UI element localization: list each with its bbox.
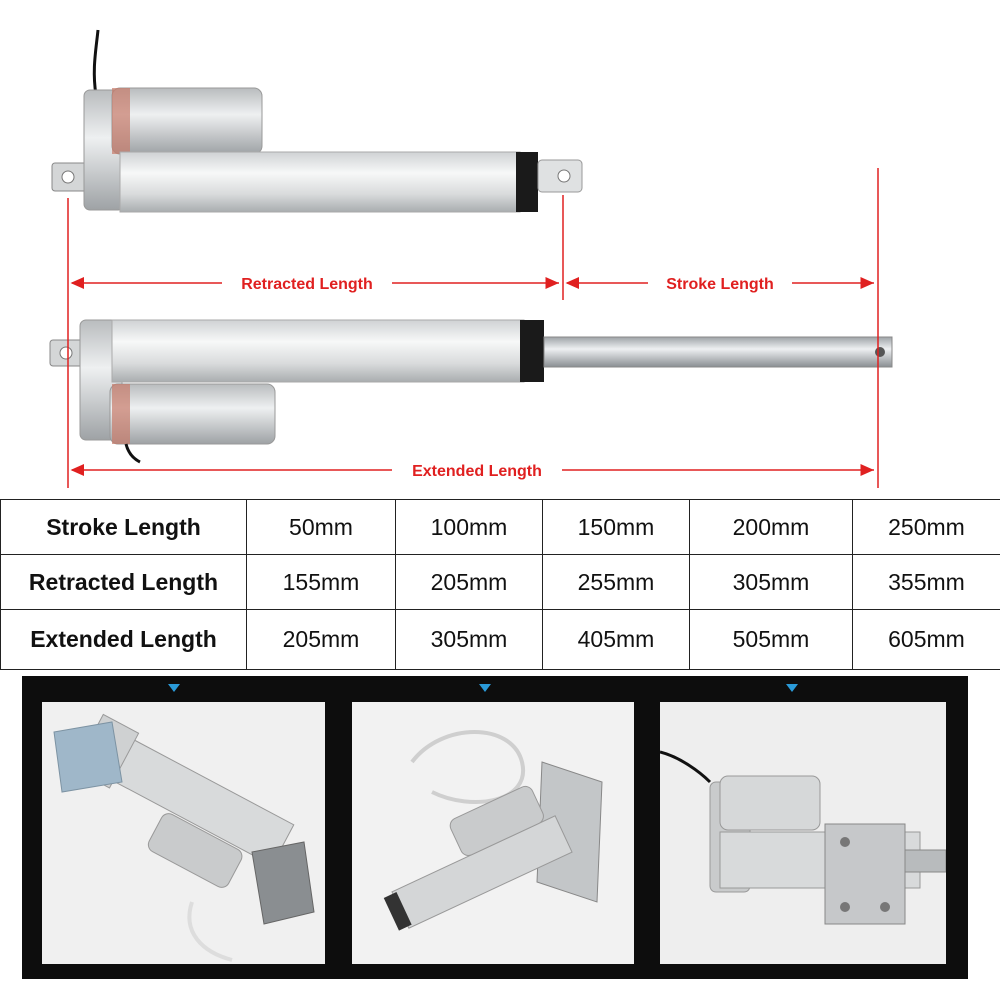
table-cell: 205mm [246, 609, 396, 670]
triangle-marker-icon [479, 684, 491, 692]
table-cell: 305mm [395, 609, 543, 670]
table-cell: 505mm [689, 609, 853, 670]
table-cell: 50mm [246, 499, 396, 555]
table-cell: 255mm [542, 554, 690, 610]
triangle-marker-icon [786, 684, 798, 692]
row-header: Retracted Length [0, 554, 247, 610]
actuator-with-wall-bracket-photo [352, 702, 634, 964]
extended-actuator-image [49, 319, 893, 464]
table-cell: 405mm [542, 609, 690, 670]
spec-table: Stroke Length 50mm 100mm 150mm 200mm 250… [0, 499, 1000, 670]
retracted-actuator-image [51, 29, 583, 213]
retracted-length-label: Retracted Length [241, 276, 373, 293]
table-row: Retracted Length 155mm 205mm 255mm 305mm… [0, 554, 1000, 610]
actuator-with-clamp-bracket-photo [660, 702, 946, 964]
actuator-with-mounting-brackets-photo [42, 702, 325, 964]
stroke-length-label: Stroke Length [666, 276, 774, 293]
table-cell: 200mm [689, 499, 853, 555]
table-cell: 100mm [395, 499, 543, 555]
table-row: Stroke Length 50mm 100mm 150mm 200mm 250… [0, 499, 1000, 555]
table-cell: 155mm [246, 554, 396, 610]
row-header: Extended Length [0, 609, 247, 670]
table-row: Extended Length 205mm 305mm 405mm 505mm … [0, 609, 1000, 670]
table-cell: 250mm [852, 499, 1000, 555]
table-cell: 605mm [852, 609, 1000, 670]
table-cell: 305mm [689, 554, 853, 610]
table-cell: 355mm [852, 554, 1000, 610]
table-cell: 150mm [542, 499, 690, 555]
triangle-marker-icon [168, 684, 180, 692]
actuator-dimension-diagram: Retracted Length Stroke Length Extended … [49, 29, 893, 488]
dimension-lines [67, 168, 879, 488]
row-header: Stroke Length [0, 499, 247, 555]
extended-length-label: Extended Length [412, 463, 542, 480]
table-cell: 205mm [395, 554, 543, 610]
mounting-photo-strip [22, 676, 968, 979]
